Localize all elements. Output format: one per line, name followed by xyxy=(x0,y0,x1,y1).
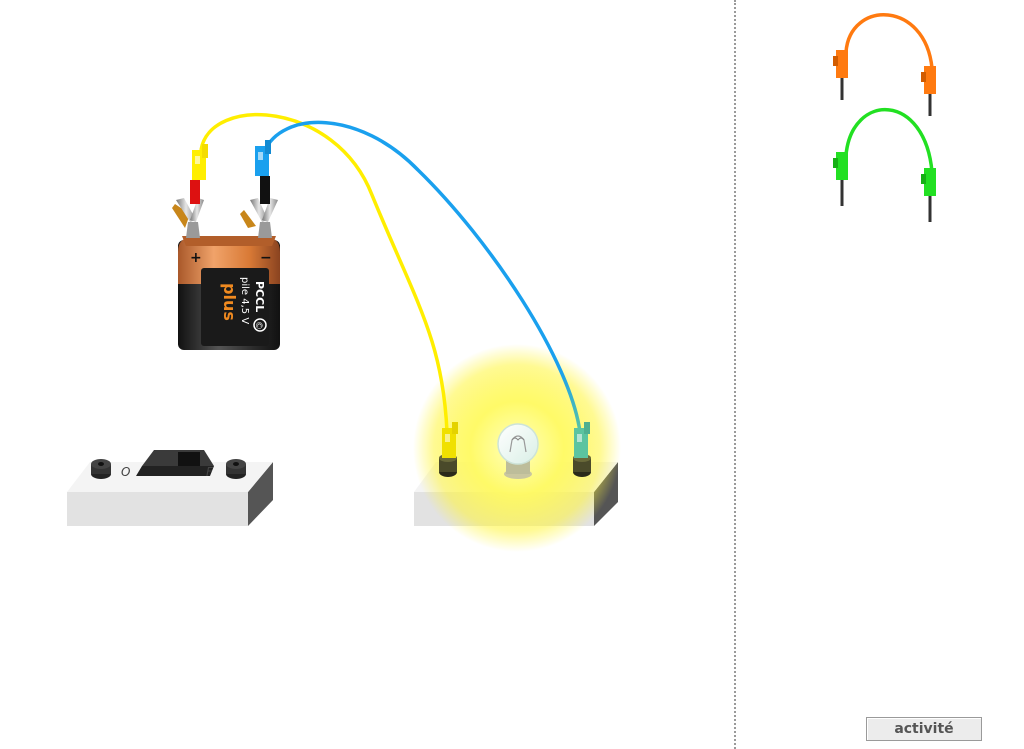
battery-plus-sign: + xyxy=(190,250,202,266)
yellow-plug-lamp[interactable] xyxy=(442,422,458,458)
blue-plug-battery[interactable] xyxy=(255,140,271,176)
switch-left-terminal[interactable] xyxy=(91,459,111,479)
battery-voltage-label: pile 4,5 V xyxy=(239,277,250,324)
battery-minus-clip[interactable] xyxy=(240,176,278,238)
battery-minus-sign: − xyxy=(260,250,272,266)
teal-plug-lamp[interactable] xyxy=(574,422,590,458)
switch-rocker[interactable] xyxy=(136,450,214,476)
switch-off-label: O xyxy=(121,465,130,479)
battery-copyright: © xyxy=(253,321,263,330)
switch-right-terminal[interactable] xyxy=(226,459,246,479)
yellow-plug-battery[interactable] xyxy=(192,144,208,180)
blue-wire[interactable] xyxy=(262,120,582,433)
battery-copyright-badge xyxy=(253,318,267,332)
battery-plus-clip[interactable] xyxy=(172,180,204,238)
green-spare-wire[interactable] xyxy=(833,107,936,222)
light-bulb[interactable] xyxy=(497,423,539,479)
yellow-wire[interactable] xyxy=(199,112,449,433)
switch-board[interactable]: O F xyxy=(67,450,273,526)
activity-button[interactable]: activité xyxy=(866,717,982,741)
battery-brand: PCCL xyxy=(253,281,266,312)
switch-on-label: F xyxy=(206,465,214,479)
battery[interactable]: + − PCCL © pile 4,5 V plus xyxy=(178,236,280,350)
orange-spare-wire[interactable] xyxy=(833,13,936,116)
panel-divider xyxy=(734,0,736,749)
battery-product-name: plus xyxy=(220,283,239,321)
